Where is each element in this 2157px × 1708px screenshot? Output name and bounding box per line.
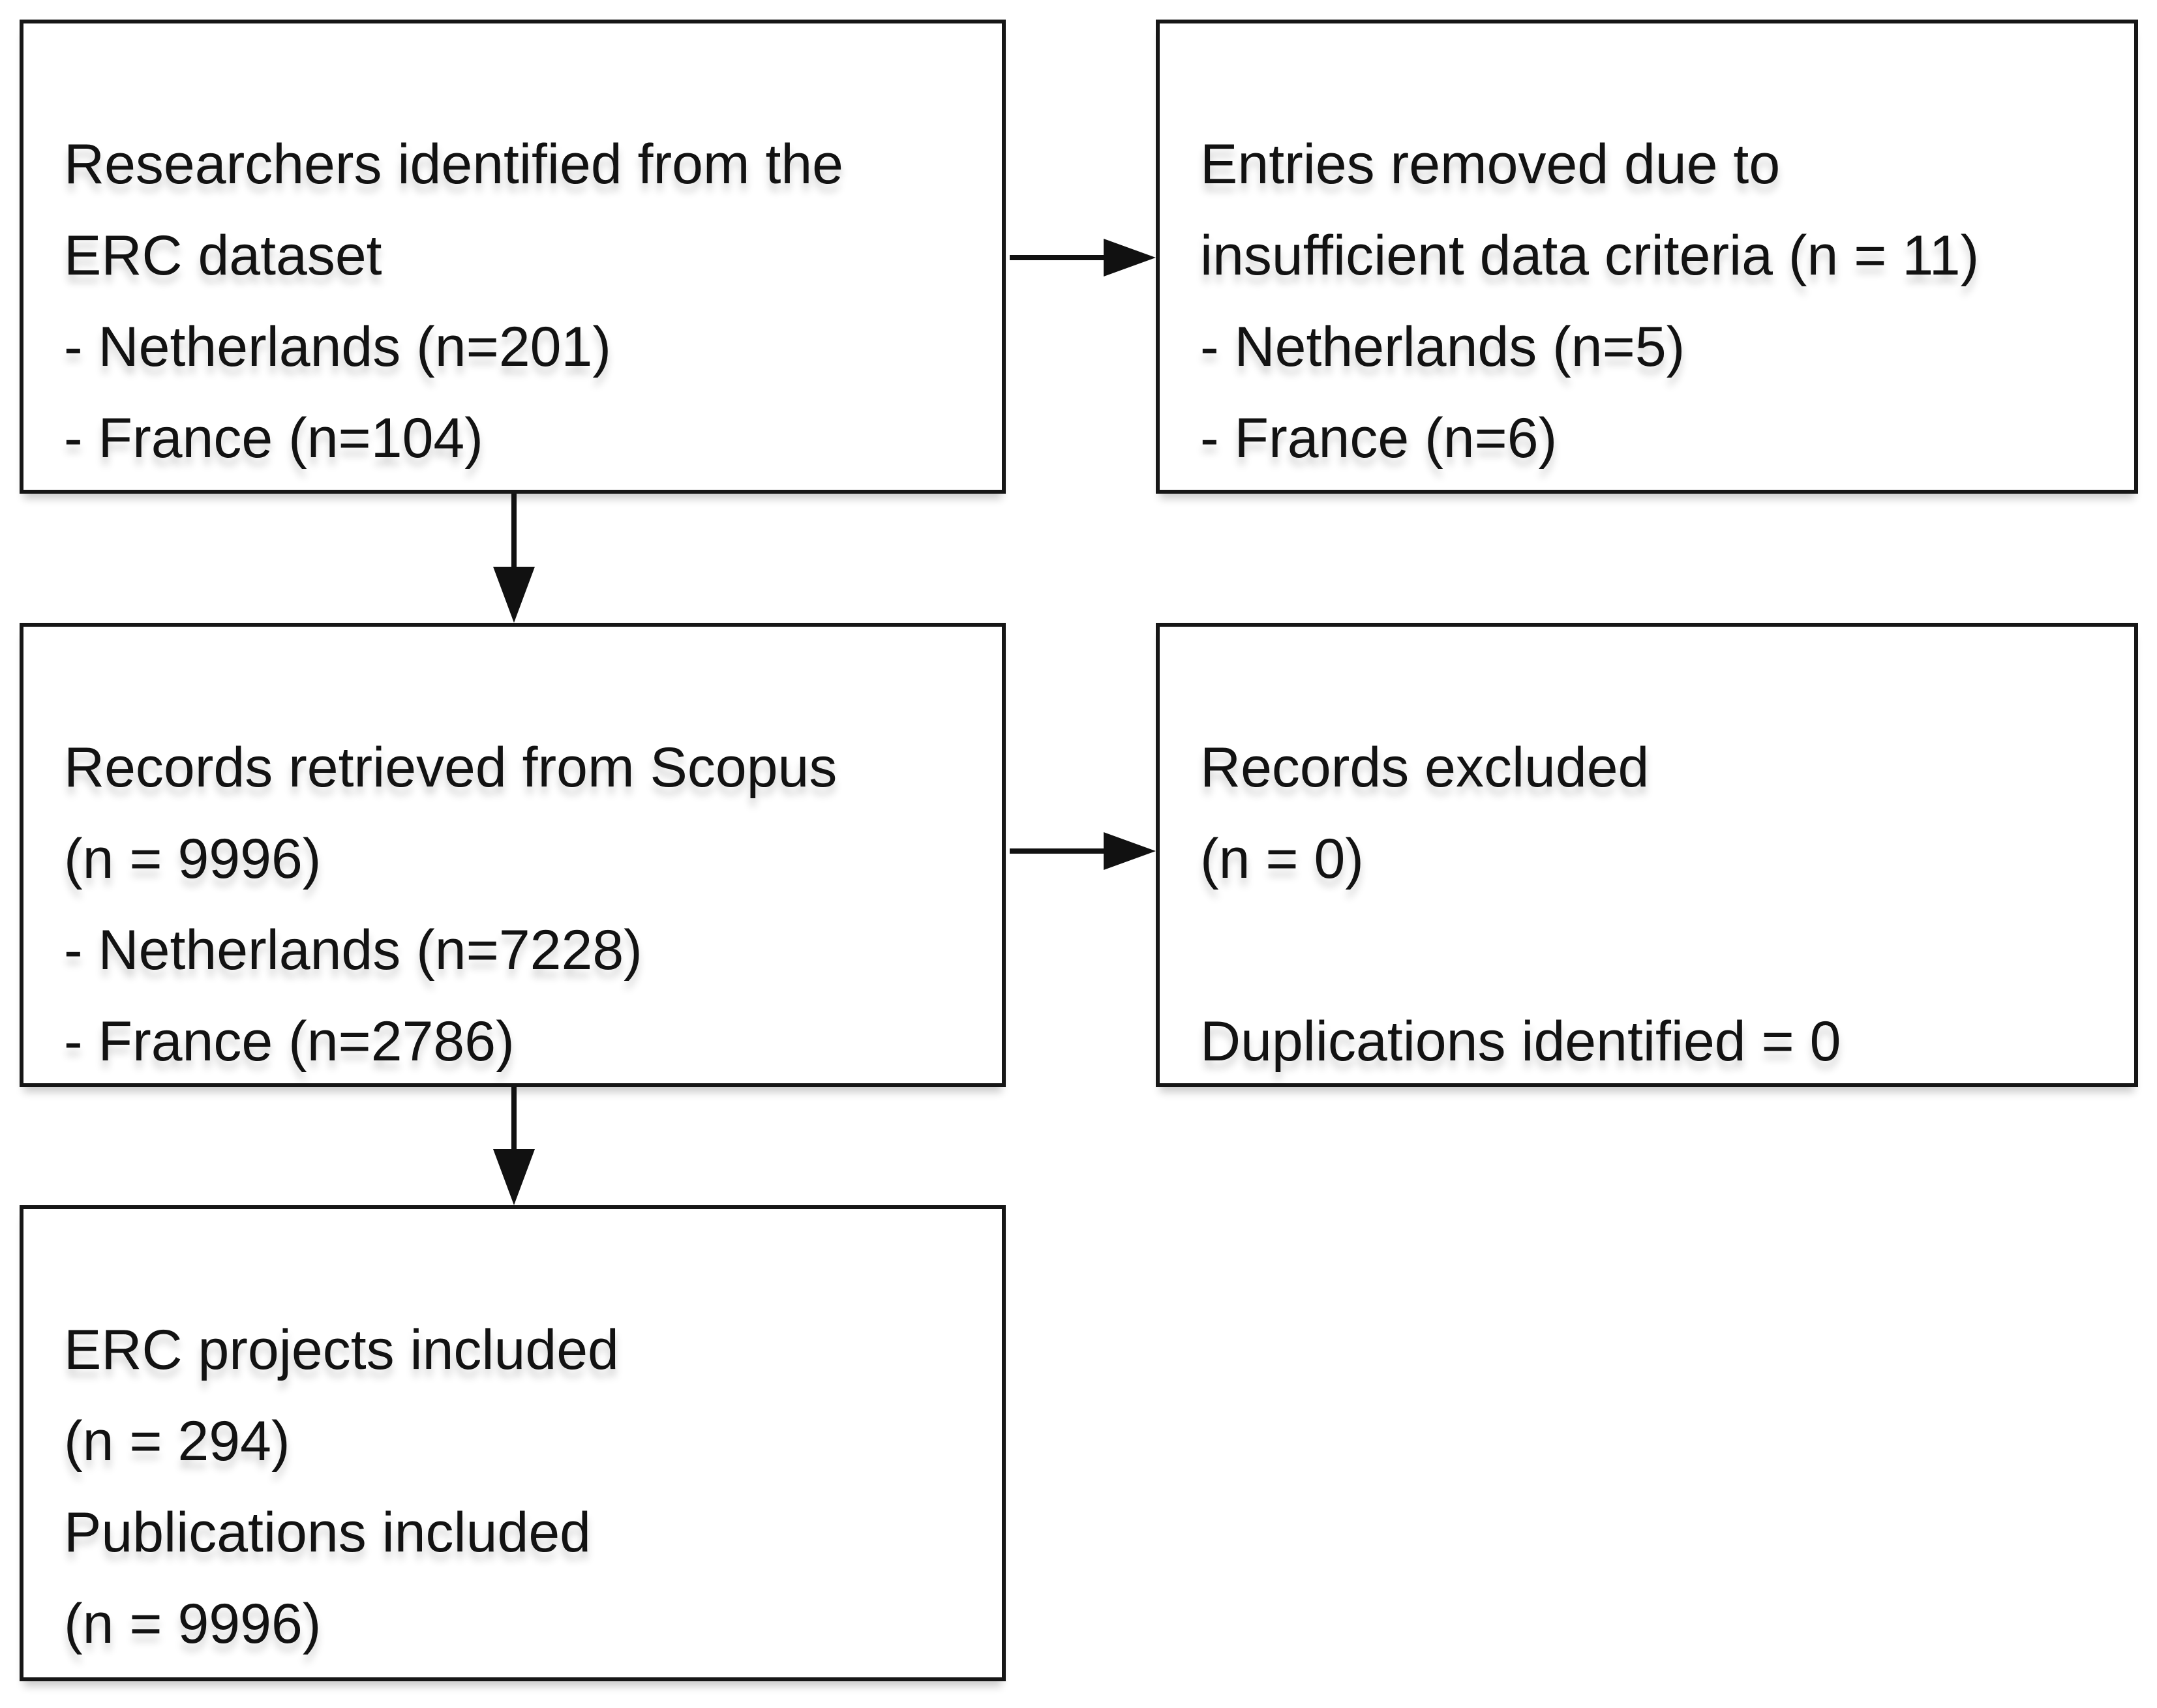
flow-box-entries-removed: Entries removed due to insufficient data… bbox=[1156, 20, 2138, 494]
box-text-line: - France (n=104) bbox=[64, 407, 483, 470]
box-text-line: (n = 9996) bbox=[64, 1593, 322, 1655]
box-text-block: Entries removed due to insufficient data… bbox=[1160, 23, 2134, 484]
box-text-line: - France (n=2786) bbox=[64, 1010, 515, 1073]
box-text-line: (n = 9996) bbox=[64, 828, 322, 890]
flow-box-records-retrieved: Records retrieved from Scopus (n = 9996)… bbox=[20, 623, 1006, 1087]
box-text-line: Researchers identified from the bbox=[64, 133, 844, 196]
box-text-line: (n = 0) bbox=[1200, 828, 1364, 890]
box-text-line: Publications included bbox=[64, 1501, 591, 1564]
box-text-block: Researchers identified from the ERC data… bbox=[23, 23, 1002, 484]
connector-arrow-right-stem bbox=[1010, 848, 1108, 854]
connector-arrow-down-stem bbox=[511, 494, 517, 568]
connector-arrow-down-stem bbox=[511, 1087, 517, 1152]
arrow-right-head-icon bbox=[1104, 239, 1156, 277]
box-text-line: Records excluded bbox=[1200, 736, 1650, 799]
box-text-line: - Netherlands (n=7228) bbox=[64, 919, 642, 981]
connector-arrow-right-stem bbox=[1010, 255, 1108, 260]
flow-box-researchers-identified: Researchers identified from the ERC data… bbox=[20, 20, 1006, 494]
box-text-block: ERC projects included (n = 294) Publicat… bbox=[23, 1209, 1002, 1670]
box-text-line: ERC dataset bbox=[64, 224, 382, 287]
box-text-block: Records excluded (n = 0) Duplications id… bbox=[1160, 627, 2134, 1087]
flow-box-erc-projects-included: ERC projects included (n = 294) Publicat… bbox=[20, 1205, 1006, 1681]
box-text-line: ERC projects included bbox=[64, 1319, 619, 1381]
box-text-line: Duplications identified = 0 bbox=[1200, 1010, 1841, 1073]
box-text-line: - Netherlands (n=201) bbox=[64, 316, 611, 378]
arrow-down-head-icon bbox=[493, 567, 535, 623]
box-text-line: - France (n=6) bbox=[1200, 407, 1558, 470]
box-text-line: (n = 294) bbox=[64, 1410, 290, 1473]
box-text-line: Entries removed due to bbox=[1200, 133, 1781, 196]
box-text-line: Records retrieved from Scopus bbox=[64, 736, 837, 799]
box-text-line: insufficient data criteria (n = 11) bbox=[1200, 224, 1980, 287]
arrow-down-head-icon bbox=[493, 1149, 535, 1205]
arrow-right-head-icon bbox=[1104, 832, 1156, 870]
flow-box-records-excluded: Records excluded (n = 0) Duplications id… bbox=[1156, 623, 2138, 1087]
box-text-block: Records retrieved from Scopus (n = 9996)… bbox=[23, 627, 1002, 1087]
box-text-line bbox=[1200, 905, 2115, 996]
box-text-line: - Netherlands (n=5) bbox=[1200, 316, 1685, 378]
